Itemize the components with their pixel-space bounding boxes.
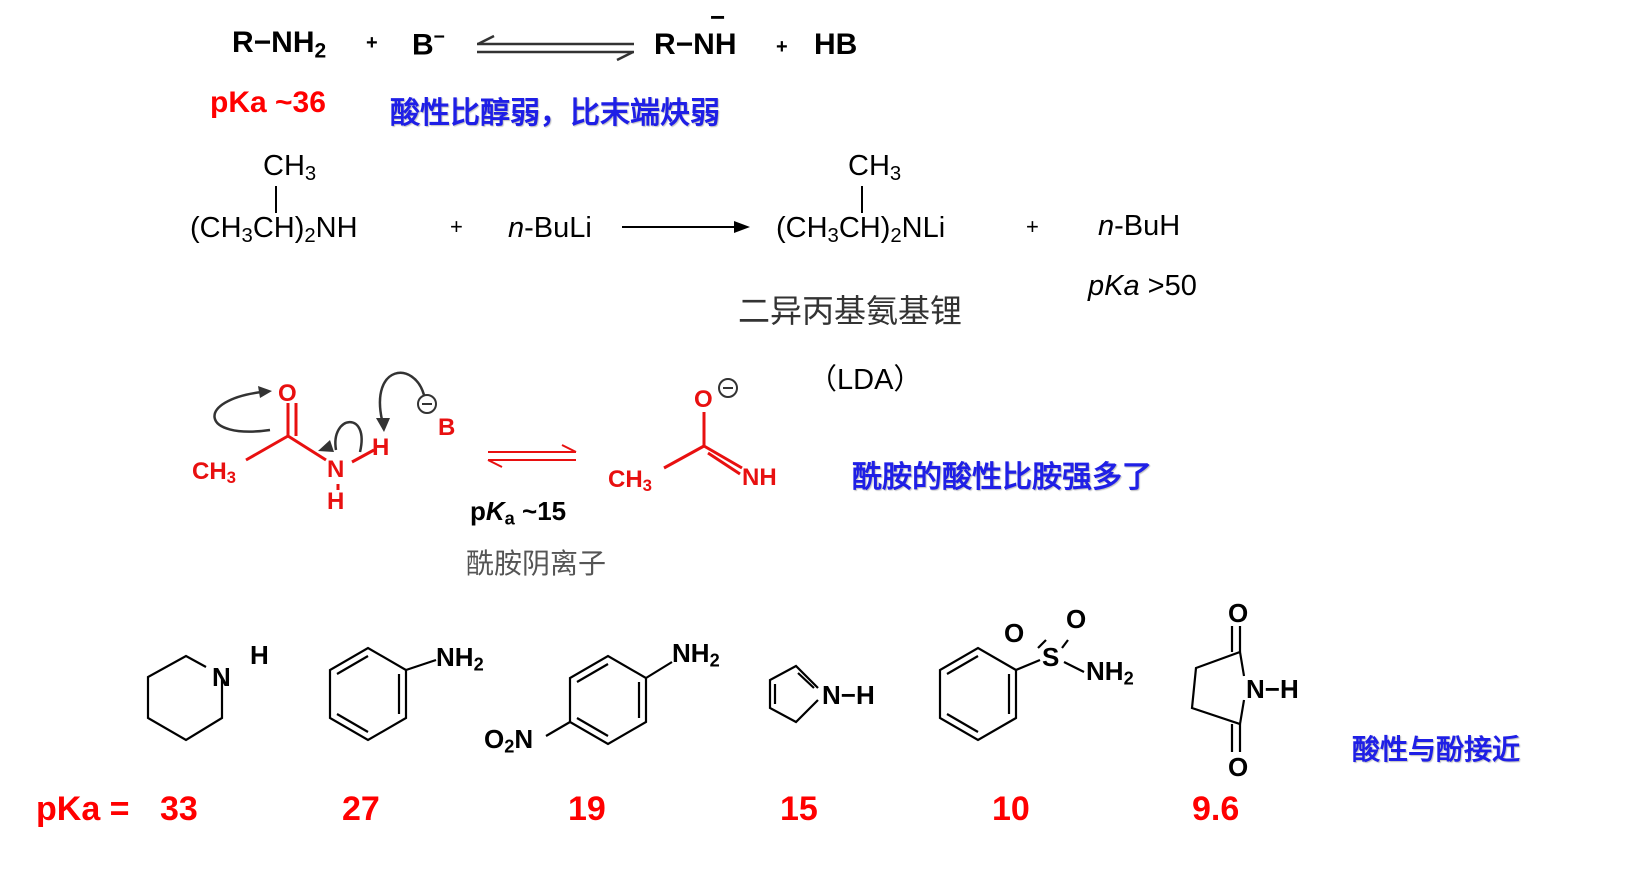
acidic-hydrogen: H [372,434,390,461]
methyl-group-top: CH3 [263,150,317,186]
amide-anion-name: 酰胺阴离子 [466,547,607,580]
plus-sign: + [776,36,788,58]
amide-hydrogen: H [327,488,345,515]
plus-sign: + [366,32,378,54]
sulfonyl-oxygen-1: O [1004,618,1025,648]
pka-pyrrole: 15 [780,790,818,828]
succinimide-nh: N−H [1246,674,1299,704]
amide-nitrogen: N [327,456,345,483]
pka-sulfonamide: 10 [992,790,1030,828]
nitroaniline-nh2: NH2 [672,638,720,671]
nitro-group: O2N [484,724,534,757]
pka-aniline: 27 [342,790,380,828]
imide-oxygen-bottom: O [1228,752,1249,782]
anion-methyl: CH3 [608,466,653,496]
butane: n-BuH [1098,210,1181,242]
acidity-note-3: 酸性与酚接近 [1352,734,1521,765]
pka-36: pKa ~36 [210,86,326,119]
pka-15-label: pKa ~15 [470,496,567,529]
acidity-note-2: 酰胺的酸性比胺强多了 [852,461,1152,494]
methyl-group: CH3 [192,458,237,488]
sulfur-atom: S [1042,642,1060,672]
imine-nh: NH [742,464,777,491]
piperidine-nitrogen: N [212,662,231,692]
pka-piperidine: 33 [160,790,198,828]
pka-succinimide: 9.6 [1192,790,1240,828]
amine-reactant: R−NH2 [232,26,327,63]
lda-chinese-name: 二异丙基氨基锂 [738,292,963,330]
amide-anion-product: R−NH [654,28,737,61]
pyrrole-nh: N−H [822,680,875,710]
aniline-nh2: NH2 [436,642,484,675]
methyl-group-top: CH3 [848,150,902,186]
piperidine-hydrogen: H [250,640,269,670]
anion-oxygen: O [694,386,713,413]
plus-sign: + [450,214,463,239]
pka-prefix: pKa = [36,790,130,828]
base-reactant: B− [412,26,446,62]
pka-nitroaniline: 19 [568,790,606,828]
base-label: B [438,414,456,441]
n-butyllithium: n-BuLi [508,212,592,244]
sulfonyl-oxygen-2: O [1066,604,1087,634]
sulfonamide-nh2: NH2 [1086,656,1134,689]
coproduct-hb: HB [814,28,858,61]
negative-charge: − [710,2,726,32]
plus-sign: + [1026,214,1039,239]
lda-formula: (CH3CH)2NLi [776,212,946,248]
lda-abbreviation: （LDA） [808,364,923,396]
imide-oxygen-top: O [1228,598,1249,628]
pka-50: pKa >50 [1088,270,1197,302]
diisopropylamine: (CH3CH)2NH [190,212,358,248]
acidity-note-1: 酸性比醇弱，比末端炔弱 [390,97,720,130]
carbonyl-oxygen: O [278,380,297,407]
